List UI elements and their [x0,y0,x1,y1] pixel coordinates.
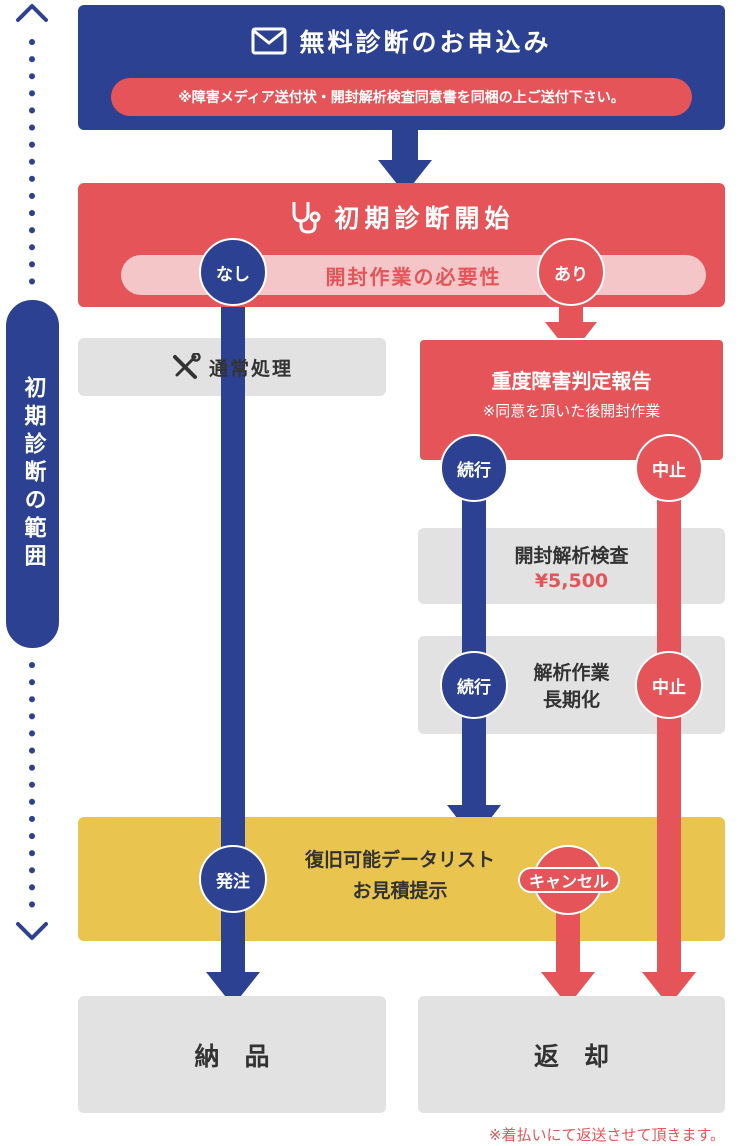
long-work-text: 解析作業 長期化 [418,636,725,734]
stop-badge-1: 中止 [635,434,703,502]
none-arrow-head [206,972,260,1006]
long-work-line2: 長期化 [542,689,600,711]
apply-box: 無料診断のお申込み ※障害メディア送付状・開封解析検査同意書を同梱の上ご送付下さ… [78,5,725,130]
initial-header: 初期診断開始 [78,199,725,235]
apply-note-pill: ※障害メディア送付状・開封解析検査同意書を同梱の上ご送付下さい。 [111,78,692,116]
continue-badge-1: 続行 [440,434,508,502]
branch-yes-badge: あり [537,238,605,306]
stop-label-1: 中止 [652,460,686,481]
initial-title: 初期診断開始 [334,204,515,233]
inspection-price: ¥5,500 [534,569,609,592]
stop-badge-2: 中止 [635,651,703,719]
branch-none-label: なし [216,264,250,285]
return-note: ※着払いにて返送させて頂きます。 [488,1126,725,1144]
order-label: 発注 [216,871,250,892]
cancel-arrow-head [541,972,595,1006]
apply-arrow-head [378,160,432,194]
return-box: 返 却 [418,996,725,1113]
cancel-label-pill: キャンセル [518,867,620,893]
stop-label-2: 中止 [652,677,686,698]
envelope-icon [251,27,287,55]
apply-arrow-shaft [392,128,418,164]
initial-box: 初期診断開始 開封作業の必要性 [78,183,725,307]
none-line-overlay [221,338,245,396]
continue-badge-2: 続行 [440,651,508,719]
scope-label-pill: 初期診断の範囲 [4,298,61,650]
continue-line-overlay-1 [462,528,486,604]
scope-arrow-up-icon [16,4,48,22]
stethoscope-icon [292,202,321,234]
quote-line2: お見積提示 [352,880,448,902]
stop-line-overlay-1 [657,528,681,604]
apply-title: 無料診断のお申込み [299,28,552,57]
quote-text: 復旧可能データリスト お見積提示 [280,845,520,903]
long-work-line1: 解析作業 [533,662,610,684]
scope-label: 初期診断の範囲 [20,376,46,572]
delivery-box: 納 品 [78,996,386,1113]
order-badge: 発注 [199,845,267,913]
apply-note: ※障害メディア送付状・開封解析検査同意書を同梱の上ご送付下さい。 [178,90,625,106]
branch-yes-label: あり [554,264,588,285]
severe-title: 重度障害判定報告 [491,369,652,393]
delivery-label: 納 品 [194,1041,270,1071]
apply-header: 無料診断のお申込み [78,23,725,59]
stop-line-overlay-quote [657,817,681,941]
cancel-label: キャンセル [528,872,609,891]
continue-label-1: 続行 [457,460,491,481]
severe-note: ※同意を頂いた後開封作業 [482,402,661,420]
return-label: 返 却 [533,1041,609,1071]
need-label: 開封作業の必要性 [325,264,502,289]
continue-label-2: 続行 [457,677,491,698]
stop-arrow-head [642,972,696,1006]
scope-arrow-down-icon [16,922,48,940]
quote-line1: 復旧可能データリスト [304,849,495,871]
inspection-title: 開封解析検査 [514,544,629,567]
branch-none-badge: なし [199,238,267,306]
inspection-text: 開封解析検査 ¥5,500 [418,528,725,604]
